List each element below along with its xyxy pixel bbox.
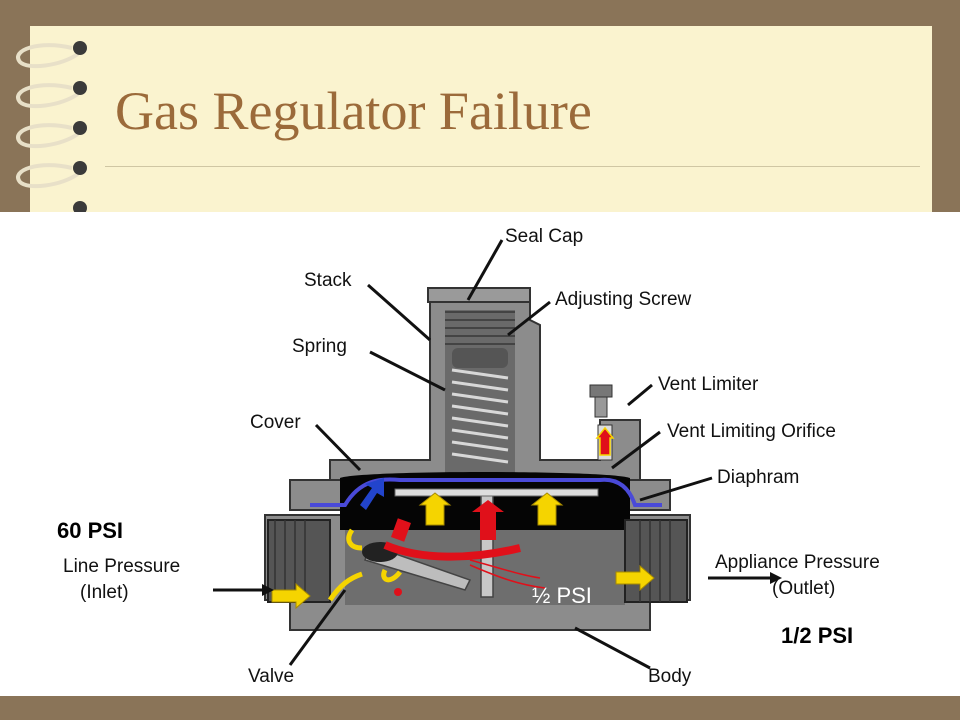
up-arrow-icon xyxy=(530,492,564,526)
up-arrow-icon xyxy=(472,500,504,540)
flow-curve-icon xyxy=(346,528,363,551)
slide-title: Gas Regulator Failure xyxy=(115,81,592,141)
vent-limiting-orifice-label: Vent Limiting Orifice xyxy=(667,421,836,442)
vent-limiter-label: Vent Limiter xyxy=(658,374,759,395)
inside-pressure-value: ½ PSI xyxy=(532,583,592,608)
valve-label: Valve xyxy=(248,666,294,687)
slide-page xyxy=(30,26,932,212)
inlet-label: (Inlet) xyxy=(80,582,129,603)
diaphragm xyxy=(310,477,662,507)
spiral-ring-icon xyxy=(16,163,80,189)
spiral-binding xyxy=(16,41,87,215)
up-arrow-icon xyxy=(595,426,615,456)
up-arrow-icon xyxy=(418,492,452,526)
leader-lines xyxy=(213,239,770,670)
right-arrow-icon xyxy=(615,564,655,592)
flow-curve-icon xyxy=(381,568,402,583)
right-arrow-icon xyxy=(271,582,311,610)
body-label: Body xyxy=(648,666,692,687)
diagonal-arrow-icon xyxy=(360,478,384,510)
title-divider xyxy=(105,166,920,167)
spring-label: Spring xyxy=(292,336,347,357)
seal-cap-label: Seal Cap xyxy=(505,226,583,247)
spiral-ring-icon xyxy=(16,83,80,109)
regulator-body xyxy=(264,287,691,631)
appliance-pressure-label: Appliance Pressure xyxy=(715,552,880,573)
spring-icon xyxy=(451,368,509,464)
line-pressure-label: Line Pressure xyxy=(63,556,180,577)
outlet-pressure-value: 1/2 PSI xyxy=(781,623,853,648)
flow-curve-icon xyxy=(327,571,363,602)
pressure-arrows xyxy=(271,426,655,610)
adjusting-screw-label: Adjusting Screw xyxy=(555,289,692,310)
outlet-label: (Outlet) xyxy=(772,578,835,599)
diaphram-label: Diaphram xyxy=(717,467,799,488)
bottom-strip xyxy=(0,696,960,720)
inlet-pressure-value: 60 PSI xyxy=(57,518,123,543)
spiral-ring-icon xyxy=(16,123,80,149)
spiral-ring-icon xyxy=(16,43,80,69)
stack-label: Stack xyxy=(304,270,352,291)
cover-label: Cover xyxy=(250,412,301,433)
red-flow-icon xyxy=(383,541,521,561)
